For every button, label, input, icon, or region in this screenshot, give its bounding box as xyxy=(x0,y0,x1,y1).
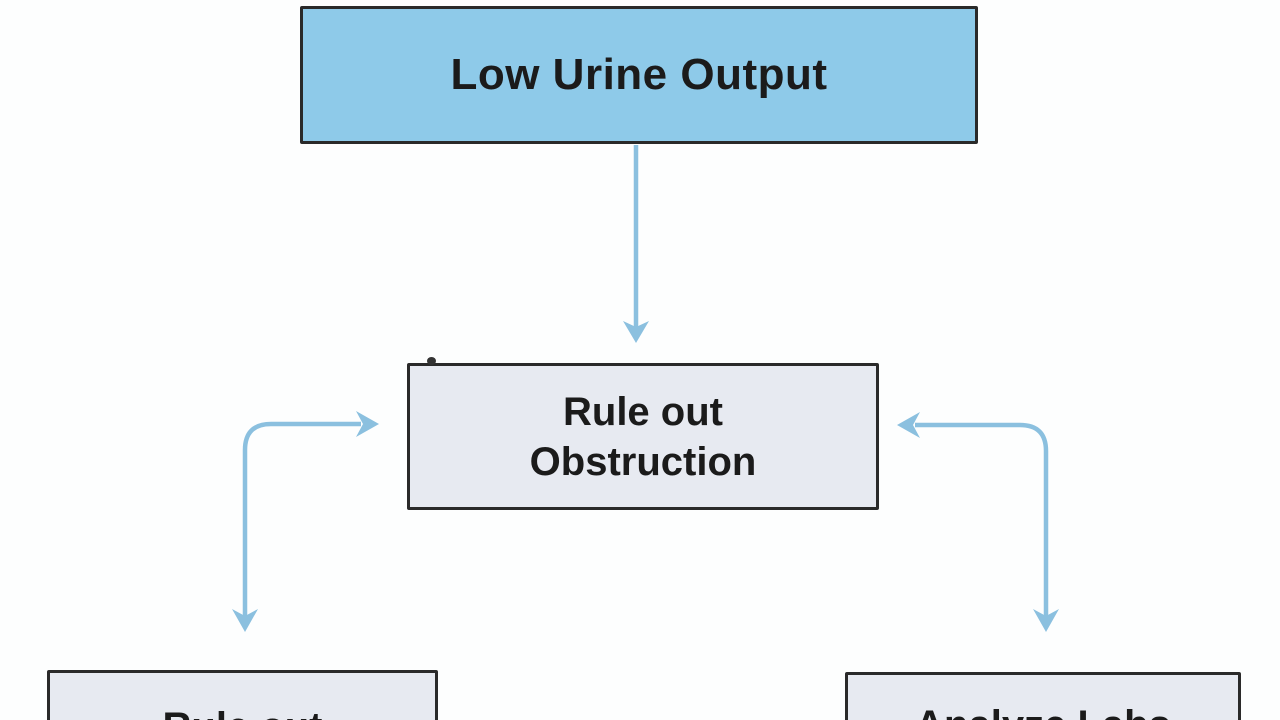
arrow-down-icon xyxy=(623,321,649,343)
node-low-urine-output: Low Urine Output xyxy=(300,6,978,144)
node-analyze-labs-label: Analyze Labs xyxy=(915,703,1171,720)
node-rule-out-bottom-label: Rule out xyxy=(163,705,323,720)
node-rule-out-obstruction-label: Rule out Obstruction xyxy=(529,389,757,484)
arrow-right-elbow xyxy=(897,412,1059,632)
node-analyze-labs: Analyze Labs xyxy=(845,672,1241,720)
arrow-down-icon xyxy=(1033,609,1059,632)
node-rule-out-obstruction: Rule out Obstruction xyxy=(407,363,879,510)
node-rule-out-bottom: Rule out xyxy=(47,670,438,720)
arrow-down-icon xyxy=(232,609,258,632)
arrow-left-elbow xyxy=(232,411,379,632)
arrow-left-icon xyxy=(897,412,920,438)
arrow-top-to-middle xyxy=(623,145,649,343)
arrow-right-icon xyxy=(356,411,379,437)
border-artifact-dot xyxy=(427,357,436,365)
node-low-urine-output-label: Low Urine Output xyxy=(450,50,828,99)
